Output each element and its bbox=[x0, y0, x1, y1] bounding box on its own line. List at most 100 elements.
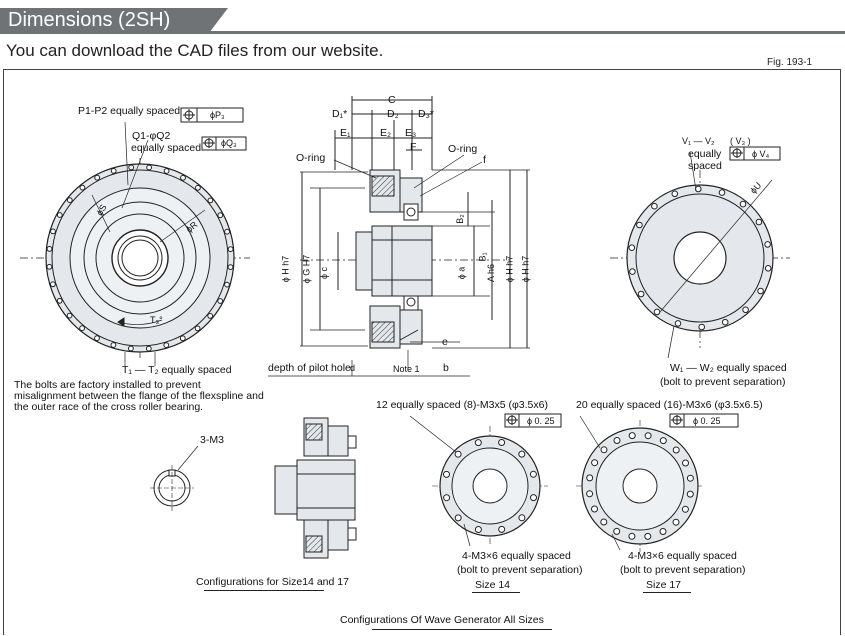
bolt-hole bbox=[146, 164, 153, 171]
dim-h-right-1: ϕ H h7 bbox=[504, 255, 515, 283]
bolt-hole bbox=[672, 446, 680, 454]
bolt-hole bbox=[207, 313, 214, 319]
bolt-hole bbox=[636, 221, 643, 229]
bolt-hole bbox=[474, 526, 482, 533]
bolt-hole bbox=[628, 532, 636, 540]
bolt-hole bbox=[128, 345, 134, 352]
bolt-hole bbox=[764, 241, 771, 248]
bolt-hole bbox=[50, 281, 56, 288]
v-equally: equally bbox=[688, 148, 722, 160]
bolt-hole bbox=[682, 459, 689, 467]
wave-generator-caption: Configurations Of Wave Generator All Siz… bbox=[340, 614, 544, 626]
bolt-hole bbox=[56, 297, 63, 304]
size17-view bbox=[576, 413, 739, 552]
bolt-hole bbox=[227, 264, 234, 271]
size17-bolt-holes bbox=[586, 432, 694, 540]
bolt-hole bbox=[671, 190, 679, 198]
dim-a-dia: ϕ a bbox=[456, 266, 467, 280]
dim-c: C bbox=[388, 94, 396, 106]
bolt-hole bbox=[128, 164, 135, 171]
bolt-hole bbox=[529, 470, 537, 478]
bolt-hole bbox=[454, 514, 462, 522]
q-bolts-spacing: equally spaced bbox=[131, 142, 202, 154]
bolt-hole bbox=[659, 437, 667, 445]
dim-g: ϕ G H7 bbox=[301, 254, 312, 284]
dim-a: A h6 bbox=[486, 263, 497, 283]
bolt-hole bbox=[653, 308, 661, 316]
bolt-hole bbox=[764, 265, 772, 272]
back-view bbox=[610, 146, 790, 359]
dim-d1: D₁* bbox=[332, 108, 348, 120]
front-bolt-holes bbox=[46, 164, 234, 352]
figure-number: Fig. 193-1 bbox=[767, 57, 813, 68]
bolt-hole bbox=[651, 202, 658, 210]
bolt-hole bbox=[629, 268, 636, 275]
dim-e2: E₂ bbox=[380, 127, 392, 139]
bolt-hole bbox=[686, 490, 694, 498]
bolt-hole bbox=[628, 244, 636, 251]
dim-c-dia: ϕ c bbox=[319, 266, 330, 280]
bolt-hole bbox=[637, 290, 645, 298]
o-ring-right-label: O-ring bbox=[448, 143, 478, 155]
bolt-hole bbox=[591, 459, 599, 467]
dim-e1: E₁ bbox=[340, 127, 351, 139]
bolt-hole bbox=[163, 168, 170, 174]
bolt-hole bbox=[613, 437, 621, 444]
size17-separation-bolts: 4-M3×6 equally spaced bbox=[628, 550, 737, 562]
bolt-hole bbox=[443, 494, 451, 502]
v-tolerance: ϕ V₄ bbox=[752, 149, 770, 159]
size14-tolerance: ϕ 0. 25 bbox=[527, 416, 555, 426]
size14-bolt-holes bbox=[443, 439, 537, 533]
cad-download-note: You can download the CAD files from our … bbox=[6, 41, 384, 60]
dim-b2: B₂ bbox=[454, 214, 465, 224]
bolt-hole bbox=[698, 323, 706, 331]
bolt-hole bbox=[742, 306, 749, 314]
v-spaced: spaced bbox=[688, 160, 722, 172]
bolt-hole bbox=[145, 345, 152, 352]
bolt-hole bbox=[443, 470, 450, 478]
bolt-hole bbox=[672, 518, 680, 526]
dim-d3: D₃* bbox=[418, 108, 434, 120]
v-bolts-label: V₁ — V₂ bbox=[682, 136, 715, 146]
q-tolerance: ϕQ₃ bbox=[221, 138, 237, 148]
bolt-hole bbox=[227, 246, 234, 253]
bolt-hole bbox=[180, 174, 186, 181]
size14-bolt-spec: 12 equally spaced (8)-M3x5 (φ3.5x6) bbox=[376, 399, 548, 411]
bolt-hole bbox=[66, 312, 73, 319]
bolt-hole bbox=[628, 432, 636, 440]
bolt-hole bbox=[591, 505, 598, 513]
bolt-hole bbox=[757, 287, 764, 295]
size14-separation-bolts: 4-M3×6 equally spaced bbox=[462, 550, 571, 562]
bolt-hole bbox=[755, 218, 763, 226]
dim-b1: B₁ bbox=[477, 252, 488, 262]
bolt-hole bbox=[518, 514, 526, 522]
q-bolts-label: Q1-φQ2 bbox=[132, 130, 171, 142]
hub-end-view bbox=[150, 445, 199, 511]
size17-bolt-spec: 20 equally spaced (16)-M3x6 (φ3.5x6.5) bbox=[576, 399, 763, 411]
dim-f-small: f bbox=[483, 154, 486, 166]
w-bolts-note: (bolt to prevent separation) bbox=[660, 376, 786, 388]
bolt-hole bbox=[163, 342, 170, 349]
bolt-hole bbox=[498, 439, 506, 446]
wave-caption-underline bbox=[372, 629, 552, 630]
bolt-hole bbox=[644, 532, 652, 540]
bolt-hole bbox=[217, 298, 224, 304]
drawing-frame bbox=[3, 69, 841, 635]
size14-view bbox=[409, 413, 562, 547]
bolt-hole bbox=[586, 490, 594, 498]
bolt-hole bbox=[56, 212, 63, 218]
bolt-hole bbox=[695, 185, 702, 193]
bolt-hole bbox=[681, 505, 689, 513]
config-section-view bbox=[274, 417, 357, 559]
title-tab bbox=[0, 8, 228, 32]
bolt-hole bbox=[224, 228, 231, 235]
bolt-hole bbox=[739, 200, 747, 208]
back-bolt-holes bbox=[628, 185, 772, 331]
dim-e3: E₃ bbox=[405, 127, 417, 139]
bolt-hole bbox=[518, 450, 526, 458]
bolt-hole bbox=[586, 474, 594, 482]
size14-separation-note: (bolt to prevent separation) bbox=[457, 564, 583, 576]
size17-separation-note: (bolt to prevent separation) bbox=[620, 564, 746, 576]
page-title: Dimensions (2SH) bbox=[8, 9, 171, 31]
